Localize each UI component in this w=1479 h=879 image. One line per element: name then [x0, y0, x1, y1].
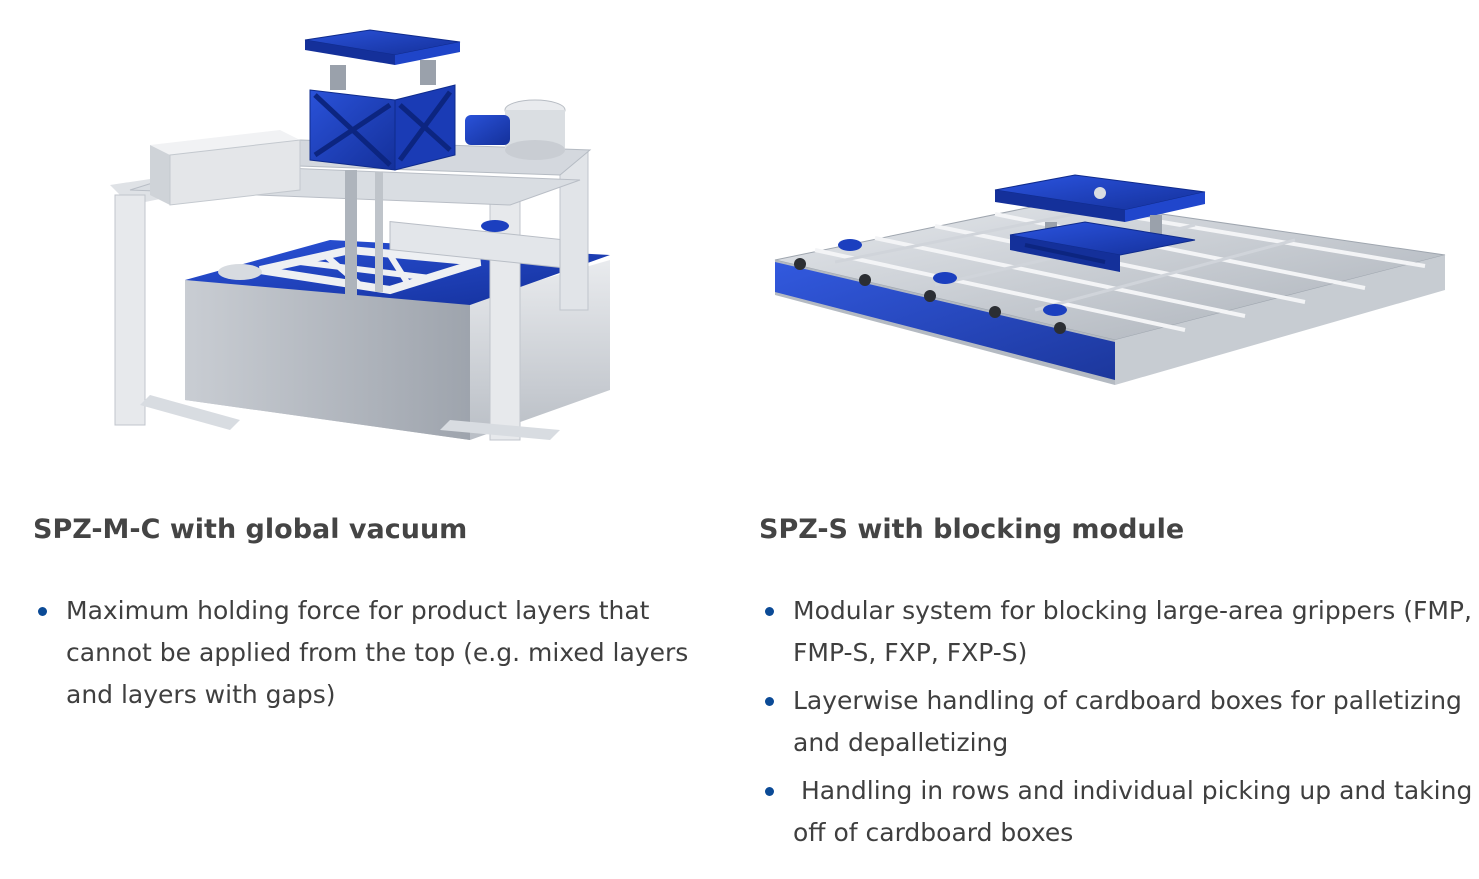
bullet-icon [765, 697, 774, 706]
spz-s-feature-list: Modular system for blocking large-area g… [759, 590, 1479, 860]
bullet-icon [765, 787, 774, 796]
bullet-icon [38, 607, 47, 616]
feature-text: Layerwise handling of cardboard boxes fo… [793, 686, 1462, 757]
spz-m-c-feature-list: Maximum holding force for product layers… [32, 590, 722, 722]
feature-list-item: Modular system for blocking large-area g… [759, 590, 1479, 674]
feature-text: Maximum holding force for product layers… [66, 596, 689, 709]
feature-list-item: Layerwise handling of cardboard boxes fo… [759, 680, 1479, 764]
feature-list-item: Maximum holding force for product layers… [32, 590, 722, 716]
spz-m-c-title: SPZ-M-C with global vacuum [33, 514, 468, 545]
spz-s-title: SPZ-S with blocking module [759, 514, 1185, 545]
feature-list-item: Handling in rows and individual picking … [759, 770, 1479, 854]
feature-text: Modular system for blocking large-area g… [793, 596, 1472, 667]
spz-m-c-product-image [90, 0, 650, 480]
spz-s-product-image [755, 0, 1475, 480]
feature-text: Handling in rows and individual picking … [793, 776, 1473, 847]
bullet-icon [765, 607, 774, 616]
